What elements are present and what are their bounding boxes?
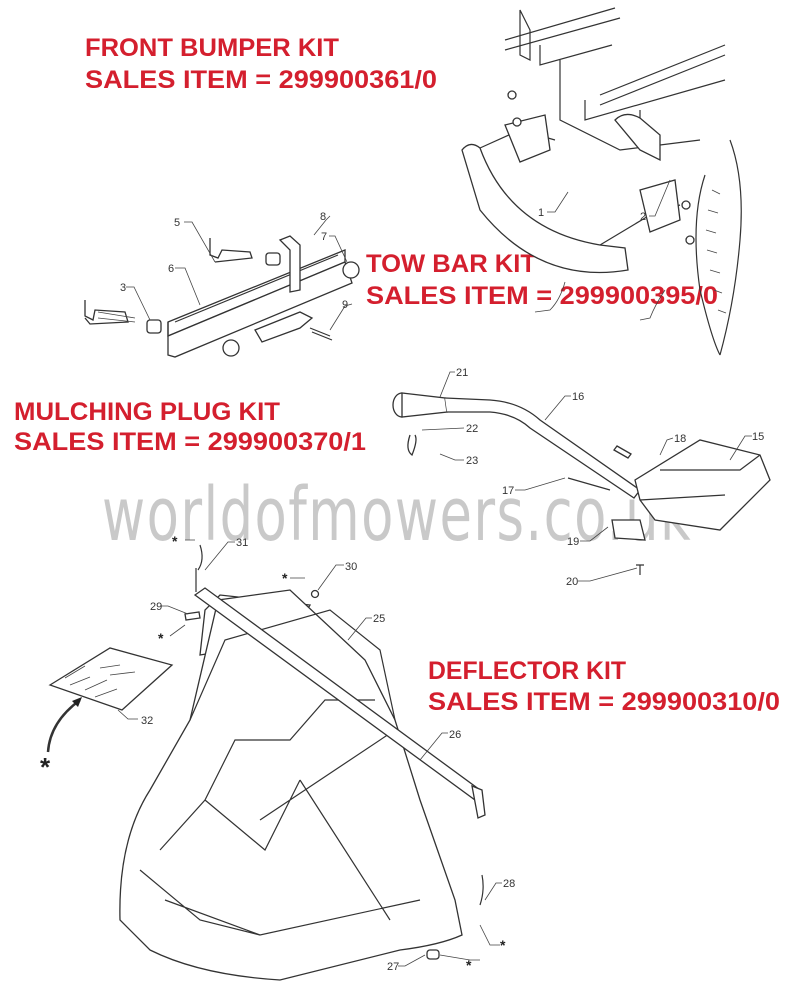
deflector-drawing	[46, 544, 486, 981]
callout-18: 18	[674, 433, 686, 445]
callout-8: 8	[320, 211, 326, 223]
callout-28: 28	[503, 878, 515, 890]
callout-31: 31	[236, 537, 248, 549]
asterisk-large: *	[40, 752, 51, 782]
callout-22: 22	[466, 423, 478, 435]
tow-bar-kit-label: TOW BAR KIT SALES ITEM = 299900395/0	[366, 250, 718, 310]
callout-5: 5	[174, 217, 180, 229]
watermark: worldofmowers.co.uk	[102, 472, 692, 558]
callout-16: 16	[572, 391, 584, 403]
callout-26: 26	[449, 729, 461, 741]
tow-bar-drawing	[84, 235, 360, 358]
deflector-kit-label: DEFLECTOR KIT SALES ITEM = 299900310/0	[428, 657, 780, 716]
front-bumper-drawing	[461, 7, 742, 356]
leader-lines	[117, 179, 752, 967]
mulching-plug-kit-label: MULCHING PLUG KIT SALES ITEM = 299900370…	[14, 398, 366, 456]
callout-7: 7	[321, 231, 327, 243]
callout-32: 32	[141, 715, 153, 727]
asterisk: *	[500, 937, 506, 953]
asterisk: *	[282, 570, 288, 586]
asterisk-markers: * * * * * *	[40, 533, 506, 973]
deflector-sales-item: SALES ITEM = 299900310/0	[428, 688, 780, 716]
asterisk: *	[158, 630, 164, 646]
tow-bar-sales-item: SALES ITEM = 299900395/0	[366, 282, 718, 310]
mulching-plug-sales-item: SALES ITEM = 299900370/1	[14, 428, 366, 456]
front-bumper-sales-item: SALES ITEM = 299900361/0	[85, 66, 437, 94]
tow-bar-kit-title: TOW BAR KIT	[366, 250, 536, 278]
callout-6: 6	[168, 263, 174, 275]
front-bumper-kit-title: FRONT BUMPER KIT	[85, 34, 339, 62]
front-bumper-kit-label: FRONT BUMPER KIT SALES ITEM = 299900361/…	[85, 34, 437, 94]
mulching-plug-drawing	[392, 392, 771, 575]
callout-23: 23	[466, 455, 478, 467]
callout-29: 29	[150, 601, 162, 613]
callout-27: 27	[387, 961, 399, 973]
callout-19: 19	[567, 536, 579, 548]
callout-17: 17	[502, 485, 514, 497]
callout-1: 1	[538, 207, 544, 219]
callout-21: 21	[456, 367, 468, 379]
callout-9: 9	[342, 299, 348, 311]
callout-3: 3	[120, 282, 126, 294]
callout-2: 2	[640, 211, 646, 223]
mulching-plug-kit-title: MULCHING PLUG KIT	[14, 398, 280, 426]
callout-20: 20	[566, 576, 578, 588]
asterisk: *	[172, 533, 178, 549]
callout-30: 30	[345, 561, 357, 573]
callout-25: 25	[373, 613, 385, 625]
part-callouts: 1 2 5 8 7 6 3 9 21 16 22 18 15 23 17 19 …	[120, 207, 764, 973]
asterisk: *	[466, 957, 472, 973]
callout-15: 15	[752, 431, 764, 443]
deflector-kit-title: DEFLECTOR KIT	[428, 657, 626, 685]
